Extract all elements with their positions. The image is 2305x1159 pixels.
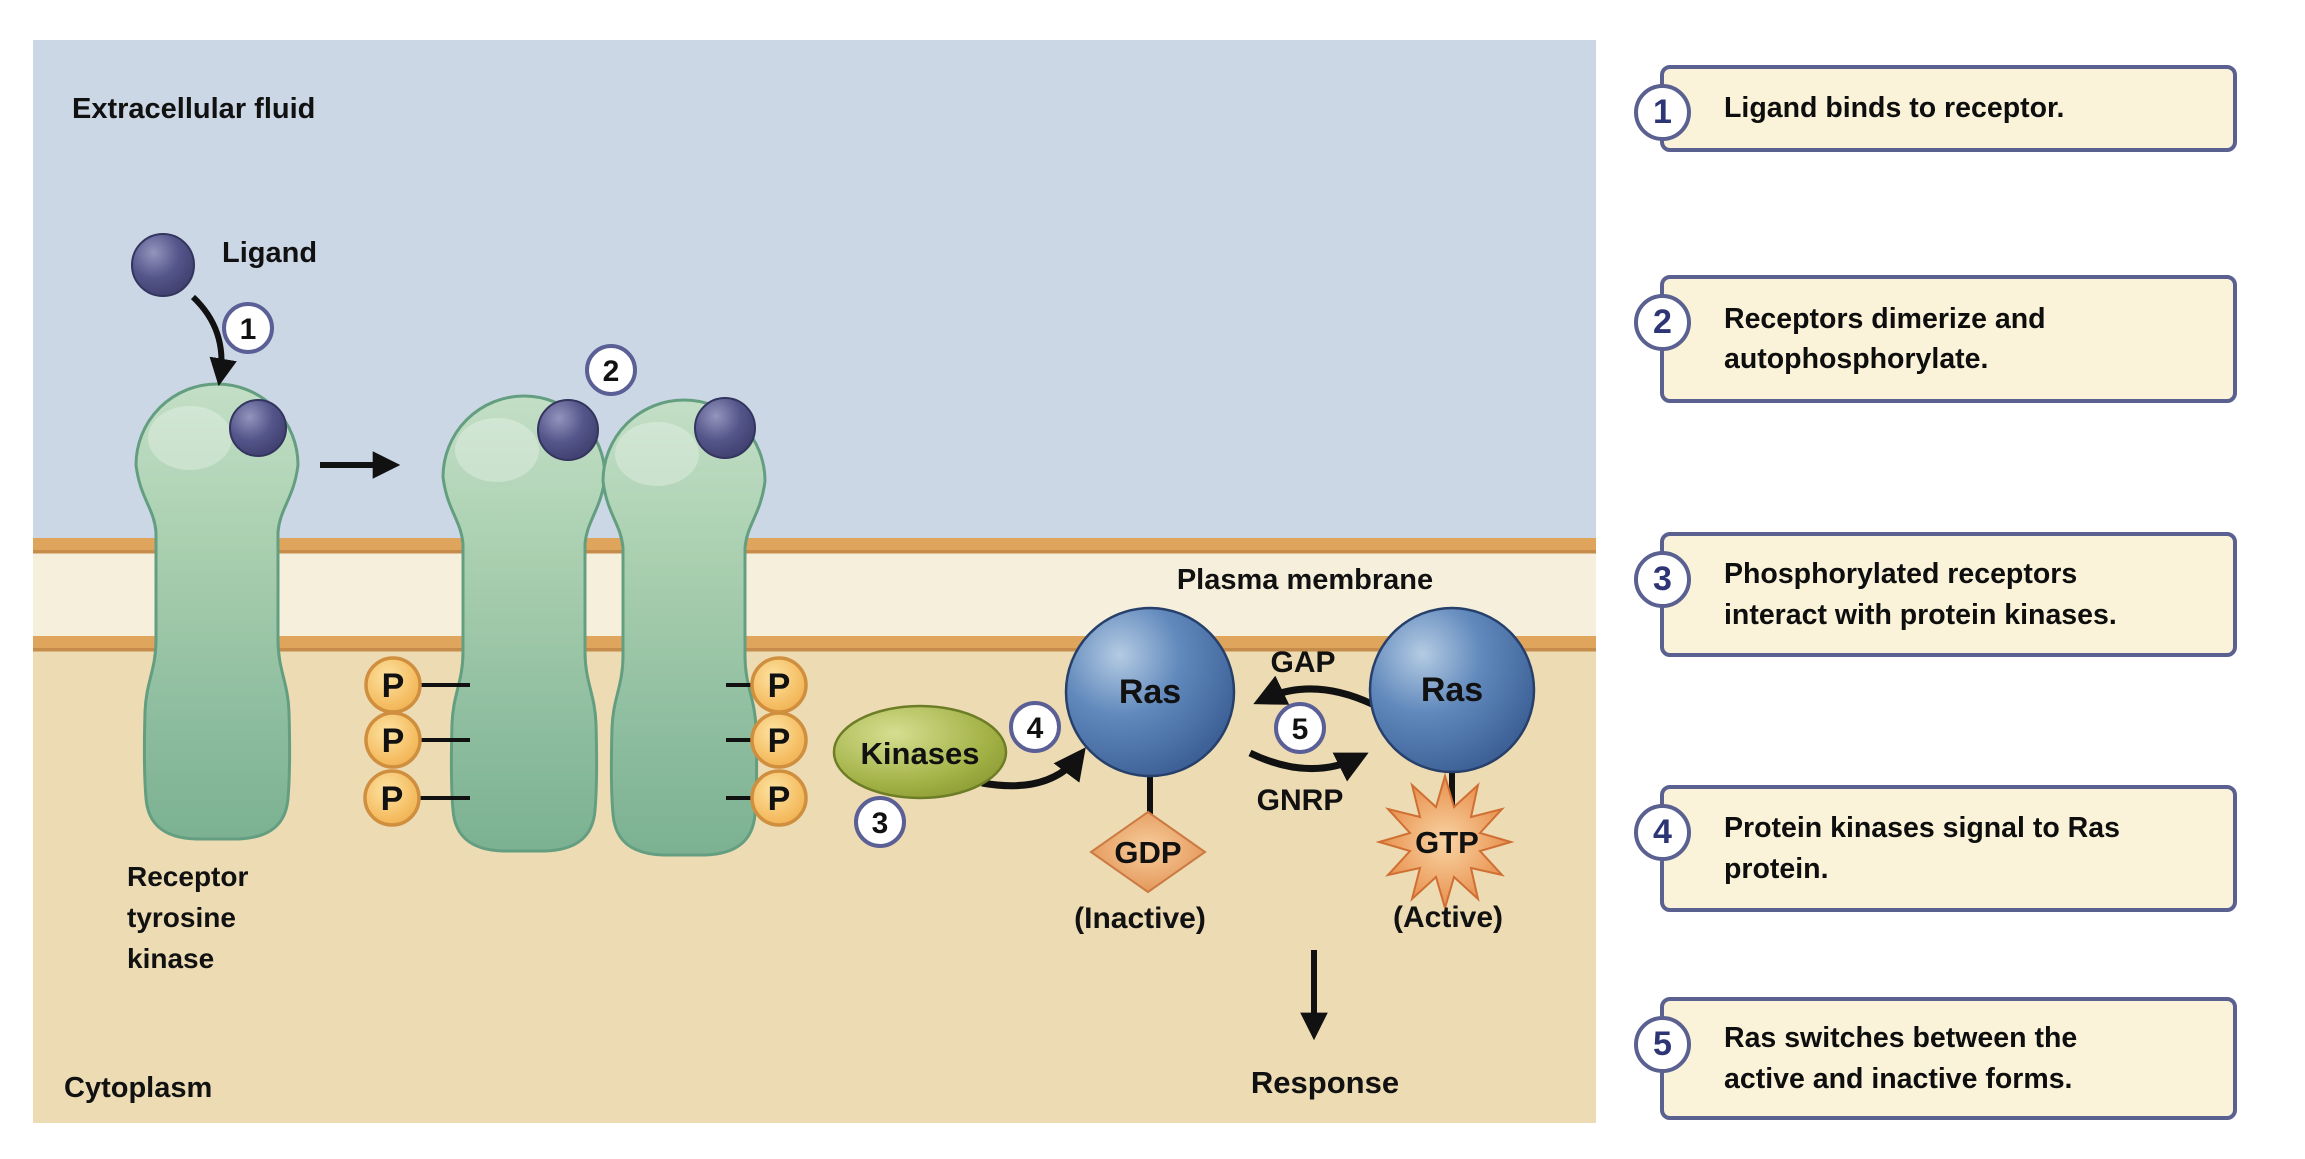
cytoplasm-region xyxy=(33,651,1596,1123)
ligand-sphere-dimer-left xyxy=(537,399,599,461)
step-number-badge: 2 xyxy=(1634,294,1691,351)
phosphate-letter: P xyxy=(768,722,791,760)
active-state-label: (Active) xyxy=(1393,901,1503,934)
svg-text:5: 5 xyxy=(1292,713,1309,746)
step-marker-4: 4 xyxy=(1009,701,1061,753)
step-text-line1: Ligand binds to receptor. xyxy=(1724,92,2065,125)
phosphate-letter: P xyxy=(382,722,405,760)
kinases-ellipse xyxy=(832,704,1008,800)
step-number-badge: 4 xyxy=(1634,804,1691,861)
step-text-line1: Phosphorylated receptors xyxy=(1724,558,2078,591)
membrane-outer-leaflet xyxy=(33,538,1596,553)
step-number-badge: 3 xyxy=(1634,551,1691,608)
phosphate-group: P P P P P P xyxy=(363,656,808,827)
step-marker-1: 1 xyxy=(222,302,274,354)
receptor-label-line3: kinase xyxy=(127,943,214,974)
ras-active-sphere xyxy=(1368,606,1536,774)
step-marker-2: 2 xyxy=(585,344,637,396)
ras-inactive-sphere xyxy=(1064,606,1236,778)
ligand-label: Ligand xyxy=(222,237,317,269)
phosphate-icon xyxy=(363,769,421,827)
plasma-membrane-label: Plasma membrane xyxy=(1177,564,1433,596)
step-text-line2: interact with protein kinases. xyxy=(1724,598,2117,631)
svg-text:3: 3 xyxy=(872,807,889,840)
receptor-dimer-right xyxy=(601,398,767,857)
step-marker-5: 5 xyxy=(1274,702,1326,754)
step-number-badge: 1 xyxy=(1634,84,1691,141)
step-callout-1: 1 Ligand binds to receptor. xyxy=(1634,65,2237,152)
phosphate-icon xyxy=(750,711,808,769)
step-text-line1: Protein kinases signal to Ras xyxy=(1724,812,2120,845)
membrane-interior xyxy=(33,553,1596,636)
step-text-line1: Receptors dimerize and xyxy=(1724,302,2046,335)
step-text-line2: active and inactive forms. xyxy=(1724,1062,2073,1095)
step-marker-3: 3 xyxy=(854,796,906,848)
step-callout-4: 4 Protein kinases signal to Ras protein. xyxy=(1634,785,2237,912)
phosphate-icon xyxy=(364,711,422,769)
ligand-sphere-bound xyxy=(229,399,287,457)
ligand-sphere-dimer-right xyxy=(694,397,756,459)
step-callout-5: 5 Ras switches between the active and in… xyxy=(1634,997,2237,1120)
gtp-label: GTP xyxy=(1415,825,1479,860)
step-text-line1: Ras switches between the xyxy=(1724,1022,2078,1055)
svg-text:4: 4 xyxy=(1027,712,1044,745)
gap-label: GAP xyxy=(1270,646,1335,679)
ras-inactive-label: Ras xyxy=(1119,673,1181,711)
step-text-line2: autophosphorylate. xyxy=(1724,343,1989,375)
svg-text:1: 1 xyxy=(240,313,257,346)
svg-text:2: 2 xyxy=(603,355,620,388)
phosphate-letter: P xyxy=(768,780,791,818)
membrane-inner-edge xyxy=(33,648,1596,652)
phosphate-letter: P xyxy=(382,667,405,705)
ras-active-label: Ras xyxy=(1421,671,1483,709)
gdp-diamond xyxy=(1089,810,1207,894)
step-callout-3: 3 Phosphorylated receptors interact with… xyxy=(1634,532,2237,657)
kinase-to-ras-arrow xyxy=(981,747,1086,790)
ligand-binding-arrow xyxy=(190,294,237,387)
gtp-starburst xyxy=(1375,772,1515,912)
step-callout-2: 2 Receptors dimerize and autophosphoryla… xyxy=(1634,275,2237,403)
gdp-label: GDP xyxy=(1114,835,1181,870)
phosphate-letter: P xyxy=(768,667,791,705)
gnrp-arrow xyxy=(1248,749,1369,782)
step-text-line2: protein. xyxy=(1724,852,1829,885)
receptor-dimer-left xyxy=(441,394,607,853)
cytoplasm-label: Cytoplasm xyxy=(64,1072,212,1104)
membrane-outer-edge xyxy=(33,550,1596,554)
step-number-badge: 5 xyxy=(1634,1016,1691,1073)
phosphate-icon xyxy=(750,769,808,827)
phosphate-letter: P xyxy=(381,780,404,818)
receptor-label-line2: tyrosine xyxy=(127,902,236,933)
extracellular-label: Extracellular fluid xyxy=(72,93,315,125)
gap-arrow xyxy=(1253,675,1374,708)
kinases-label: Kinases xyxy=(861,736,980,771)
ligand-sphere-free xyxy=(131,233,195,297)
gnrp-label: GNRP xyxy=(1257,784,1344,817)
receptor-label-line1: Receptor xyxy=(127,861,248,892)
response-label: Response xyxy=(1251,1065,1399,1100)
inactive-state-label: (Inactive) xyxy=(1074,902,1206,935)
